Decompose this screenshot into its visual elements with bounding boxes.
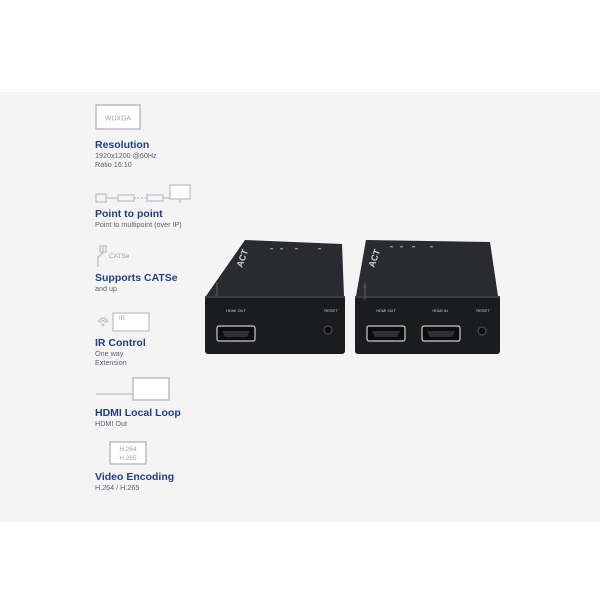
feature-hdmi-local-loop: HDMI Local Loop HDMI Out xyxy=(95,376,275,428)
feature-title: HDMI Local Loop xyxy=(95,407,181,419)
transmitter-reset-label: RESET xyxy=(476,308,490,313)
receiver-reset-label: RESET xyxy=(324,308,338,313)
feature-detail: HDMI Out xyxy=(95,419,127,428)
transmitter-front xyxy=(355,296,500,354)
feature-detail: H.264 / H.265 xyxy=(95,483,140,492)
feature-detail: and up xyxy=(95,284,117,293)
feature-title: IR Control xyxy=(95,337,146,349)
ir-control-icon: IR xyxy=(97,312,150,332)
feature-title: Video Encoding xyxy=(95,471,175,483)
svg-text:IR: IR xyxy=(119,316,126,322)
feature-resolution: WUXGA Resolution 1920x1200 @60Hz Ratio 1… xyxy=(95,104,275,169)
transmitter-reset-button[interactable] xyxy=(477,326,487,336)
ethernet-cable-icon: CATSe xyxy=(97,245,130,267)
svg-text:H.265: H.265 xyxy=(119,455,137,462)
monitor-icon xyxy=(96,377,170,401)
feature-detail: Point to multipoint (over IP) xyxy=(95,220,182,229)
receiver-side-label: Receiver xyxy=(215,281,219,296)
feature-video-encoding: H.264 H.265 Video Encoding H.264 / H.265 xyxy=(95,440,275,492)
feature-detail: Extension xyxy=(95,358,127,367)
hdmi-transmitter-unit: ACT Transmitter HDMI OUT HDMI IN RESET xyxy=(355,240,500,354)
transmitter-hdmi-in-label: HDMI IN xyxy=(432,308,447,313)
receiver-reset-button[interactable] xyxy=(323,325,333,335)
feature-detail: Ratio 16:10 xyxy=(95,160,132,169)
feature-title: Supports CATSe xyxy=(95,272,178,284)
hdmi-receiver-unit: ACT Receiver HDMI OUT RESET xyxy=(205,240,345,354)
feature-catse: CATSe Supports CATSe and up xyxy=(95,245,275,293)
transmitter-side-label: Transmitter xyxy=(363,282,367,300)
svg-text:CATSe: CATSe xyxy=(109,253,130,260)
receiver-hdmi-out-label: HDMI OUT xyxy=(226,308,246,313)
feature-point-to-point: Point to point Point to multipoint (over… xyxy=(95,183,275,229)
feature-detail: One way xyxy=(95,349,124,358)
svg-text:WUXGA: WUXGA xyxy=(105,116,132,123)
codec-screen-icon: H.264 H.265 xyxy=(109,441,147,465)
receiver-top xyxy=(206,240,344,296)
feature-ir-control: IR IR Control One way Extension xyxy=(95,310,275,367)
feature-title: Resolution xyxy=(95,139,150,151)
point-to-point-icon xyxy=(95,184,191,203)
receiver-front xyxy=(205,296,345,354)
wuxga-screen-icon: WUXGA xyxy=(95,104,141,130)
feature-title: Point to point xyxy=(95,208,163,220)
svg-text:H.264: H.264 xyxy=(119,446,137,453)
transmitter-top xyxy=(356,240,498,296)
feature-detail: 1920x1200 @60Hz xyxy=(95,151,157,160)
transmitter-hdmi-out-label: HDMI OUT xyxy=(376,308,396,313)
